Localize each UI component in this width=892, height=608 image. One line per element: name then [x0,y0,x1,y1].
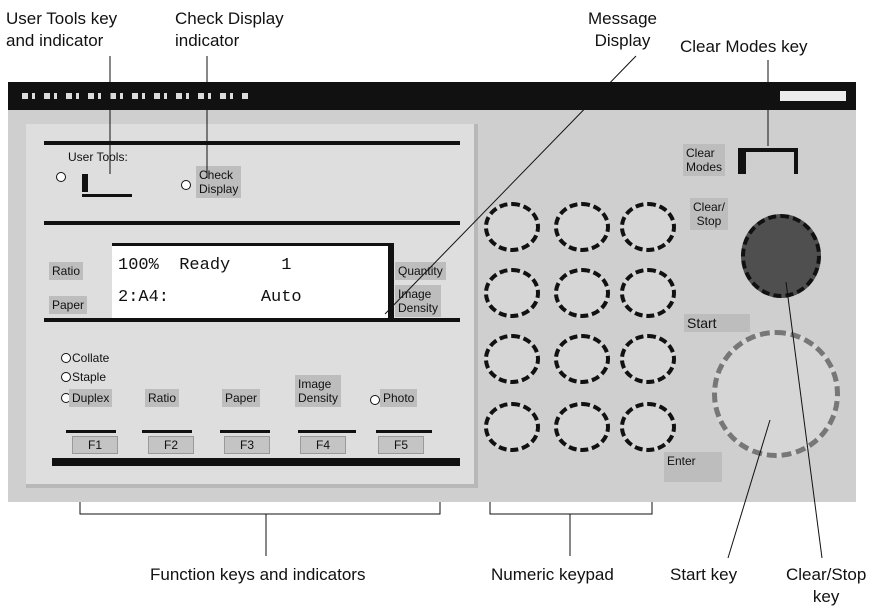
collate-label: Collate [72,351,110,365]
keypad-key-7[interactable] [484,334,540,384]
clear-stop-label: Clear/ Stop [690,198,729,230]
f3-key-cap[interactable] [220,418,270,433]
paper-label: Paper [49,296,88,314]
callout-clear-modes: Clear Modes key [680,37,808,56]
photo-indicator [370,395,380,405]
keypad-key-8[interactable] [554,334,610,384]
ratio-label: Ratio [49,262,84,280]
keypad-key-clear[interactable] [484,402,540,452]
f4-image-density-label: Image Density [295,375,342,407]
image-density-label: Image Density [395,285,442,317]
f5-photo-label: Photo [380,389,418,407]
f1-key[interactable]: F1 [72,436,118,454]
callout-message-display: Message Display [588,9,657,50]
f1-key-cap[interactable] [66,418,116,433]
callout-check-display: Check Display indicator [175,9,284,50]
clear-modes-key[interactable] [738,148,802,176]
callout-user-tools: User Tools key and indicator [6,9,118,50]
display-line-1: 100% Ready 1 [118,256,292,275]
leader-start [727,419,771,559]
staple-label: Staple [72,370,107,384]
start-label: Start [684,314,750,332]
f2-ratio-label: Ratio [145,389,180,407]
keypad-key-0[interactable] [554,402,610,452]
keypad-key-3[interactable] [620,202,676,252]
title-bar-box [780,91,846,101]
enter-label: Enter [664,452,722,482]
user-tools-indicator [56,172,66,182]
staple-indicator [61,372,71,382]
bottom-divider [52,458,460,466]
user-tools-label: User Tools: [68,150,128,164]
keypad-key-2[interactable] [554,202,610,252]
keypad-key-6[interactable] [620,268,676,318]
display-line-2: 2:A4: Auto [118,288,302,307]
collate-indicator [61,353,71,363]
callout-start-key: Start key [670,565,738,584]
check-display-indicator [181,180,191,190]
start-key[interactable] [712,330,840,458]
leader-message-display [384,55,637,315]
f2-key[interactable]: F2 [148,436,194,454]
title-bar-pattern [22,93,252,99]
quantity-label: Quantity [395,262,446,280]
callout-numeric-keypad: Numeric keypad [491,565,614,584]
bracket-numeric-keypad [489,502,653,515]
f4-key-cap[interactable] [298,418,356,433]
f2-key-cap[interactable] [142,418,192,433]
f5-key[interactable]: F5 [378,436,424,454]
leader-clear-stop [785,281,823,559]
user-tools-key[interactable] [82,174,132,197]
top-divider [44,141,460,145]
callout-function-keys: Function keys and indicators [150,565,366,584]
check-display-label: Check Display [196,166,242,198]
keypad-key-5[interactable] [554,268,610,318]
duplex-label: Duplex [69,389,113,407]
callout-clear-stop-key: Clear/Stop key [786,565,867,606]
clear-stop-key[interactable] [741,214,821,298]
bracket-function-keys [79,502,441,515]
keypad-key-hash[interactable] [620,402,676,452]
keypad-key-4[interactable] [484,268,540,318]
message-display: 100% Ready 1 2:A4: Auto [112,243,394,322]
f3-key[interactable]: F3 [224,436,270,454]
f4-key[interactable]: F4 [300,436,346,454]
clear-modes-label: Clear Modes [683,144,726,176]
keypad-key-9[interactable] [620,334,676,384]
middle-divider [44,221,460,225]
keypad-key-1[interactable] [484,202,540,252]
f5-key-cap[interactable] [376,418,432,433]
f3-paper-label: Paper [222,389,261,407]
